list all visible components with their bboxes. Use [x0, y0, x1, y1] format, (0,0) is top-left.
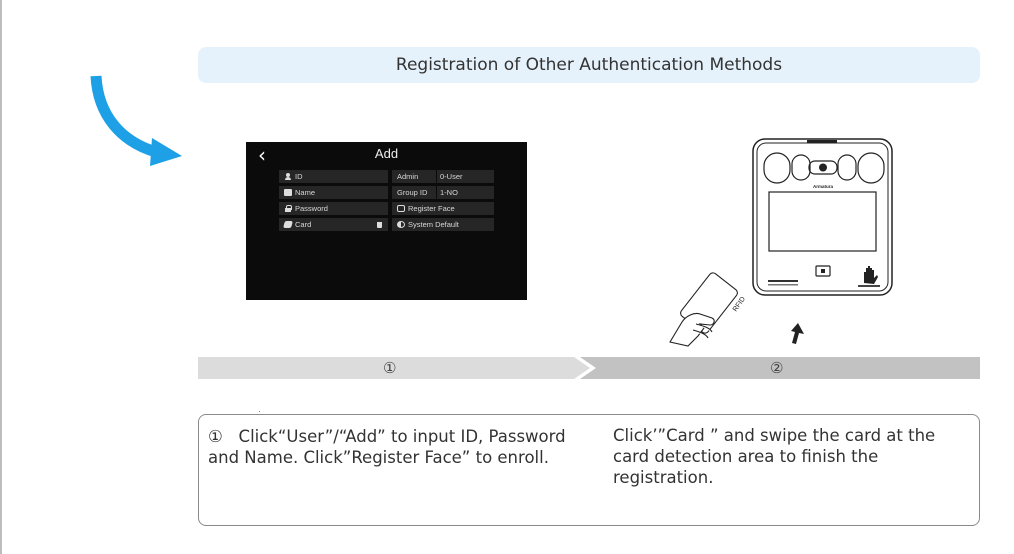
step-1-marker: ①: [208, 427, 223, 446]
back-arrow-icon[interactable]: ‹: [258, 143, 266, 167]
screen-row-system-default[interactable]: System Default: [392, 218, 494, 231]
divider: [436, 170, 437, 183]
section-title: Registration of Other Authentication Met…: [198, 47, 980, 83]
row-label: Admin: [397, 172, 419, 181]
up-arrow-icon: [791, 323, 804, 344]
row-label: Group ID: [397, 188, 428, 197]
row-label: Card: [295, 220, 312, 229]
trash-icon[interactable]: [377, 221, 382, 228]
dot-mark: [259, 411, 260, 412]
section-title-text: Registration of Other Authentication Met…: [395, 55, 783, 75]
row-value: 1-NO: [440, 188, 458, 197]
row-label: Register Face: [408, 204, 455, 213]
person-icon: [284, 173, 292, 180]
step-1-text: Click“User”/“Add” to input ID, Password …: [208, 427, 566, 467]
step-1-label: ①: [383, 359, 397, 377]
id-card-icon: [284, 189, 292, 196]
screen-row-name[interactable]: Name: [279, 186, 388, 199]
row-label: ID: [295, 172, 303, 181]
left-border-line: [0, 0, 2, 554]
row-label: Name: [295, 188, 316, 197]
screen-row-admin[interactable]: Admin 0-User: [392, 170, 494, 183]
screen-row-card[interactable]: Card: [279, 218, 388, 231]
row-label: System Default: [408, 220, 459, 229]
device-brand: Armatura: [813, 184, 834, 189]
screen-title: Add: [374, 146, 399, 161]
step-2-label: ②: [770, 359, 784, 377]
screen-row-id[interactable]: ID: [279, 170, 388, 183]
lock-icon: [284, 205, 292, 212]
step-1-description: ① Click“User”/“Add” to input ID, Passwor…: [208, 426, 578, 468]
screen-row-register-face[interactable]: Register Face: [392, 202, 494, 215]
contrast-icon: [397, 221, 405, 228]
divider: [436, 186, 437, 199]
step-progress-band: [198, 357, 980, 379]
card-icon: [283, 221, 293, 228]
terminal-device-illustration: Armatura: [752, 138, 893, 296]
face-icon: [397, 205, 405, 212]
instructions-box: [198, 414, 980, 526]
hand-card-icon: RFID: [669, 272, 747, 347]
screen-row-group-id[interactable]: Group ID 1-NO: [392, 186, 494, 199]
device-screen-add: ‹ Add ID Name Password Card Admin 0-User…: [246, 142, 527, 300]
row-value: 0-User: [440, 172, 463, 181]
row-label: Password: [295, 204, 328, 213]
curved-arrow-icon: [90, 75, 182, 166]
step-2-description: Click’”Card ” and swipe the card at the …: [613, 426, 936, 487]
screen-row-password[interactable]: Password: [279, 202, 388, 215]
